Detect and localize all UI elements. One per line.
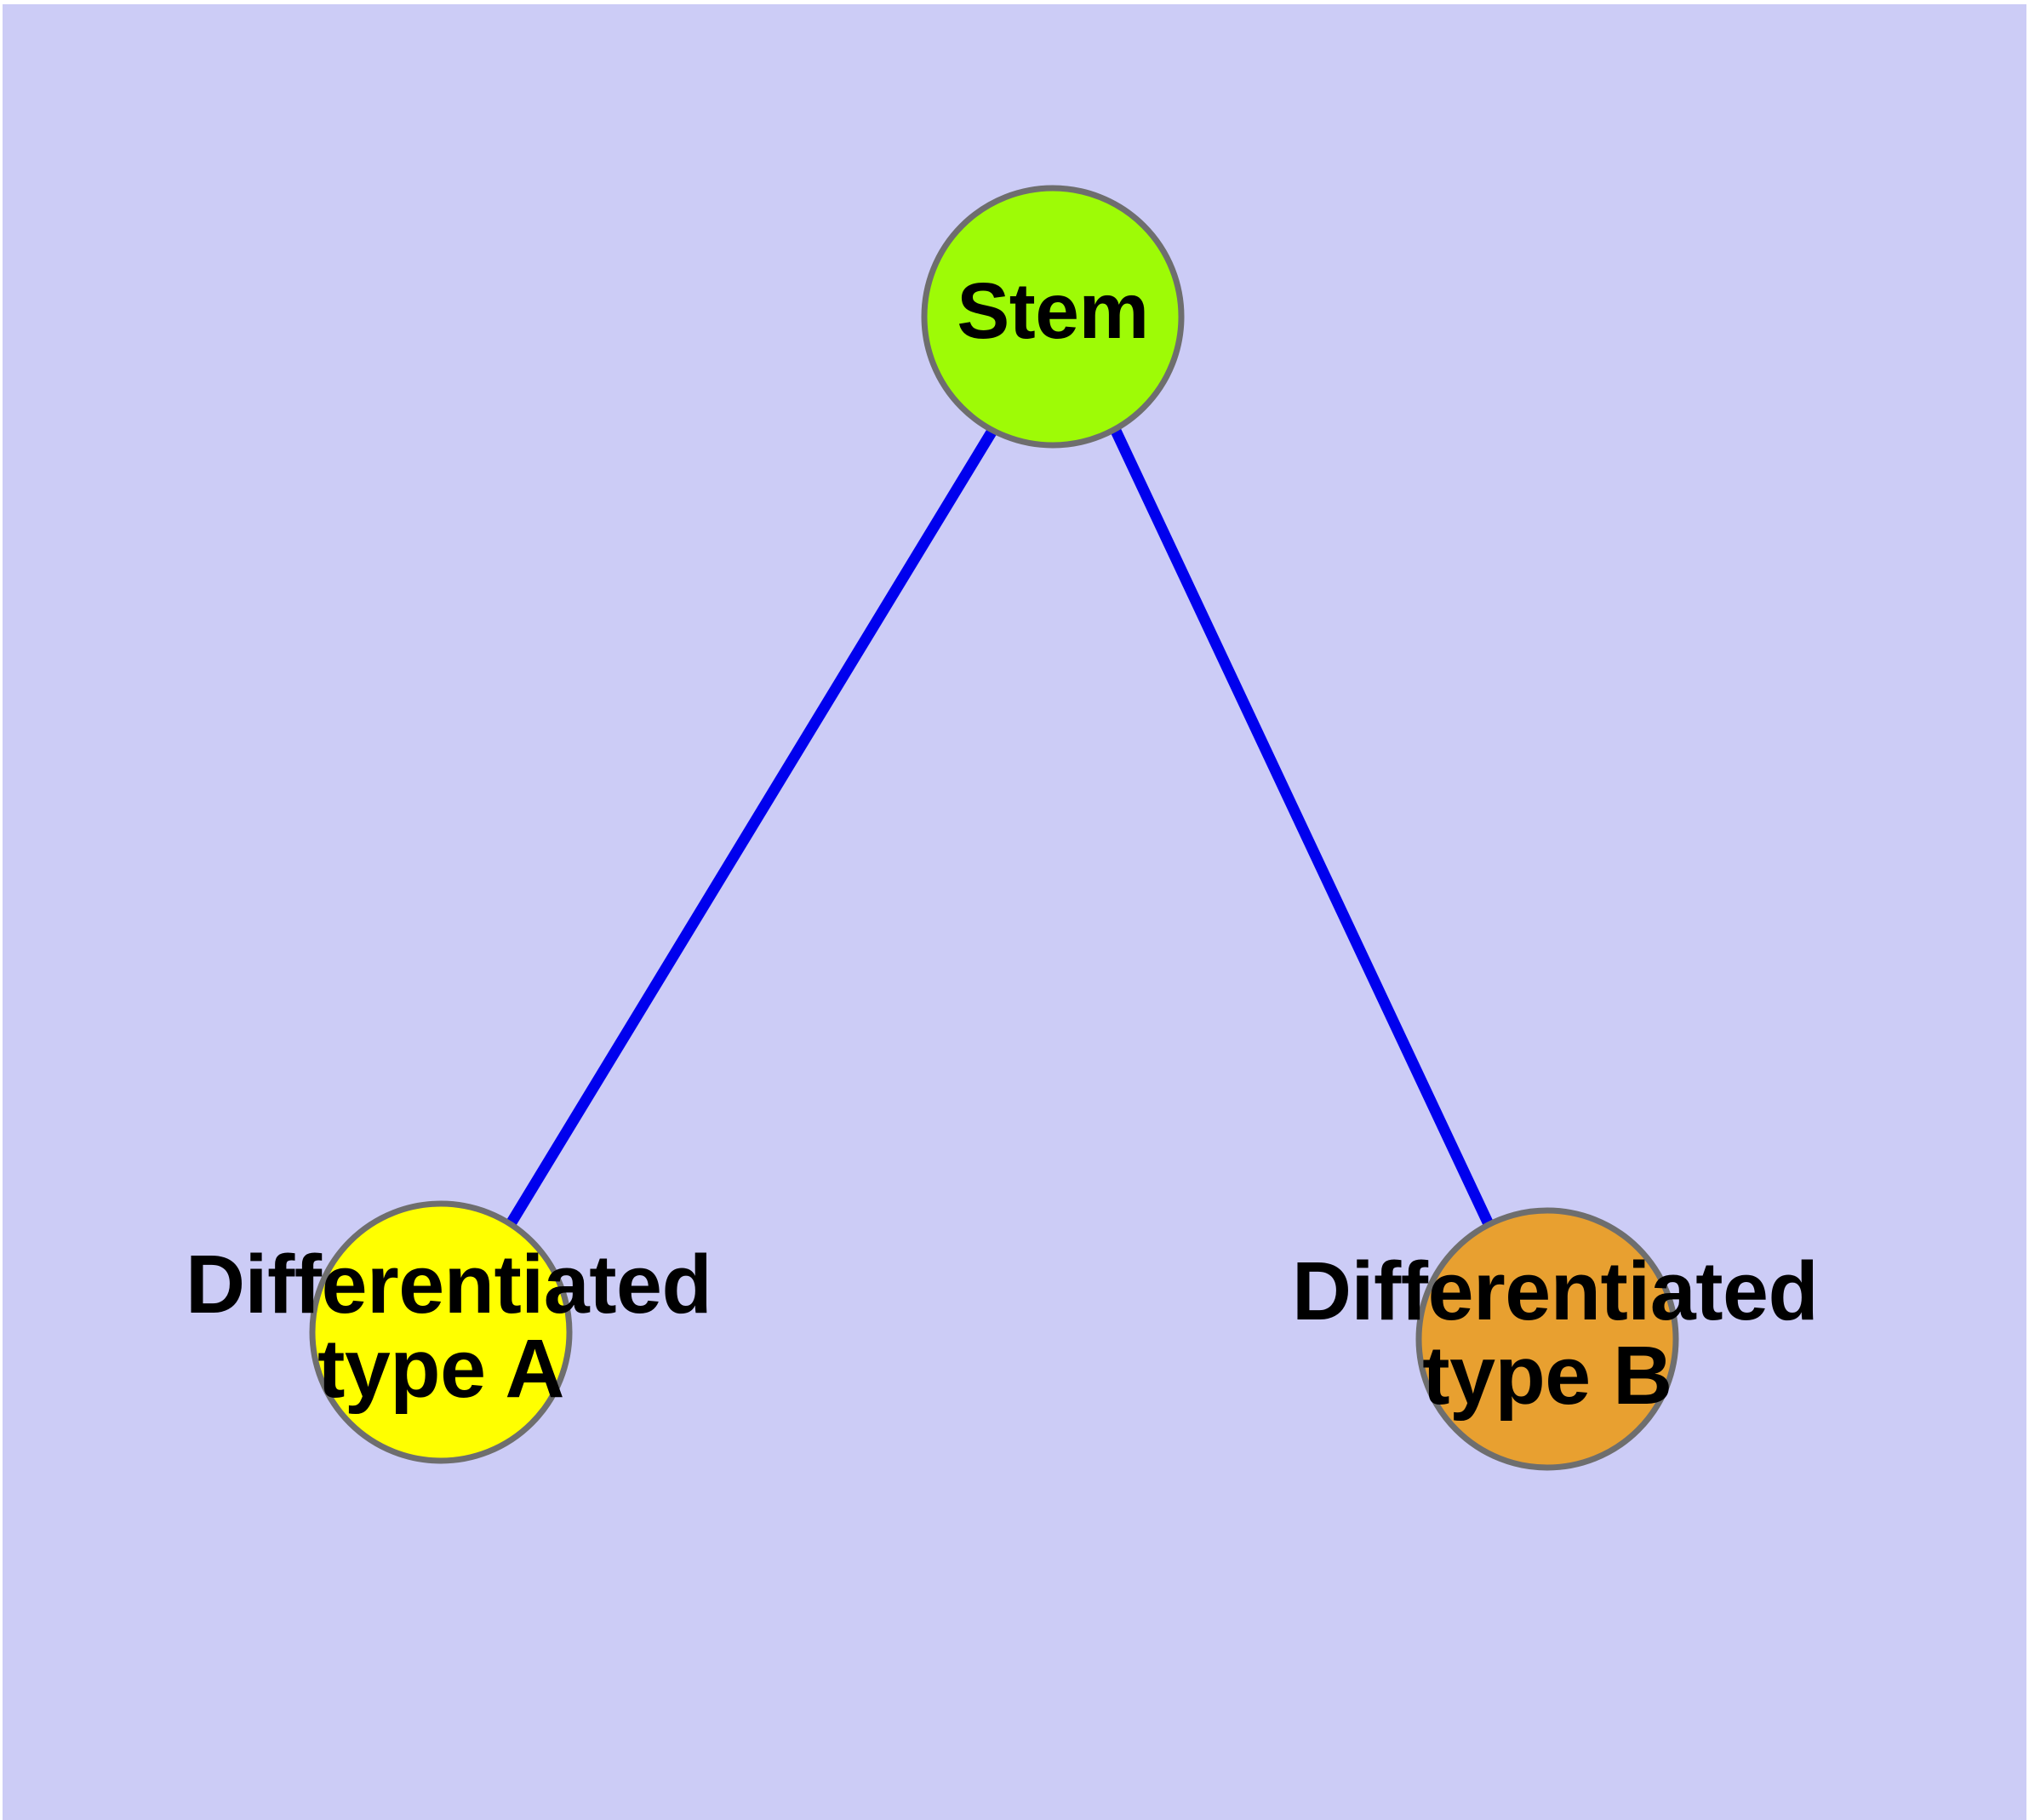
node-stem[interactable] [921, 185, 1185, 449]
edge-stem-to-differentiated-type-b [1111, 428, 1494, 1227]
edge-group [506, 427, 1494, 1227]
node-group [309, 185, 1679, 1471]
node-differentiated-type-a[interactable] [309, 1200, 573, 1464]
edge-stem-to-differentiated-type-a [506, 427, 997, 1226]
node-differentiated-type-b[interactable] [1415, 1207, 1679, 1471]
